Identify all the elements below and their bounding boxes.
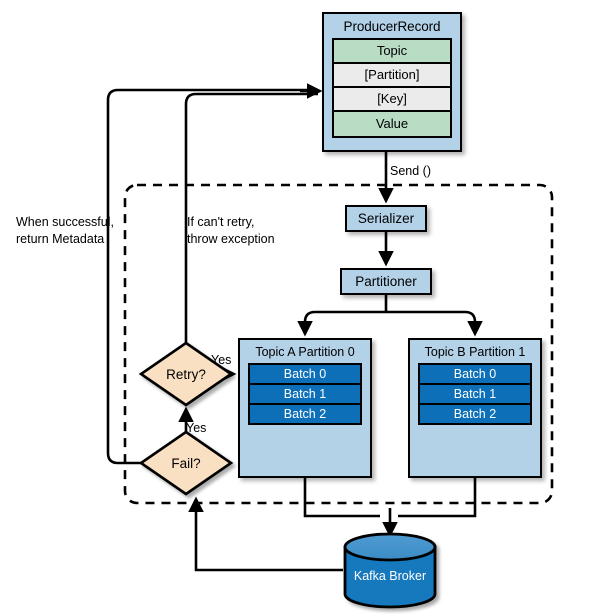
partitioner-box: Partitioner <box>340 268 432 295</box>
producer-record-field-key: [Key] <box>334 88 450 113</box>
producer-record-fields: Topic [Partition] [Key] Value <box>332 38 452 139</box>
topic-a-batch-1: Batch 1 <box>248 383 362 406</box>
topic-b-batch-2: Batch 2 <box>418 403 532 425</box>
producer-record-field-value: Value <box>334 112 450 137</box>
kafka-broker-node: Kafka Broker <box>343 533 437 607</box>
edge-partitioner-to-topic-b <box>386 310 483 337</box>
topic-b-batch-1: Batch 1 <box>418 383 532 406</box>
producer-record-field-topic: Topic <box>334 40 450 65</box>
edge-retry-to-exception <box>184 92 318 343</box>
retry-decision-label: Retry? <box>166 366 206 382</box>
topic-b-title: Topic B Partition 1 <box>424 345 526 359</box>
topic-a-title: Topic A Partition 0 <box>255 345 355 359</box>
yes-fail-label: Yes <box>186 421 207 435</box>
producer-boundary-dashed <box>123 183 554 505</box>
fail-diamond-shape <box>138 430 234 496</box>
retry-decision: Retry? <box>141 343 231 405</box>
yes-retry-label: Yes <box>211 353 232 367</box>
topic-b-batches: Batch 0 Batch 1 Batch 2 <box>418 363 532 425</box>
edge-partitioner-to-topic-a <box>297 310 386 337</box>
edge-fail-to-success <box>106 88 318 465</box>
if-cant-retry-label: If can't retry, throw exception <box>187 215 275 246</box>
serializer-box: Serializer <box>345 205 427 232</box>
topic-b-batch-0: Batch 0 <box>418 363 532 386</box>
producer-record-field-partition: [Partition] <box>334 64 450 89</box>
fail-decision-label: Fail? <box>171 455 201 471</box>
kafka-broker-label: Kafka Broker <box>353 569 427 583</box>
kafka-broker-shape <box>343 532 437 609</box>
fail-decision: Fail? <box>141 432 231 494</box>
topic-a-batch-2: Batch 2 <box>248 403 362 425</box>
when-successful-label: When successful, return Metadata <box>16 215 114 246</box>
edge-broker-to-fail <box>188 496 343 572</box>
topic-a-box: Topic A Partition 0 Batch 0 Batch 1 Batc… <box>238 338 372 478</box>
topic-b-box: Topic B Partition 1 Batch 0 Batch 1 Batc… <box>408 338 542 478</box>
send-edge-label: Send () <box>390 164 431 178</box>
edge-topic-a-to-broker <box>303 478 380 518</box>
producer-record-box: ProducerRecord Topic [Partition] [Key] V… <box>322 12 462 152</box>
producer-record-title: ProducerRecord <box>343 19 441 34</box>
retry-diamond-shape <box>138 341 234 407</box>
topic-a-batch-0: Batch 0 <box>248 363 362 386</box>
topic-a-batches: Batch 0 Batch 1 Batch 2 <box>248 363 362 425</box>
edge-topic-b-to-broker <box>398 478 477 518</box>
